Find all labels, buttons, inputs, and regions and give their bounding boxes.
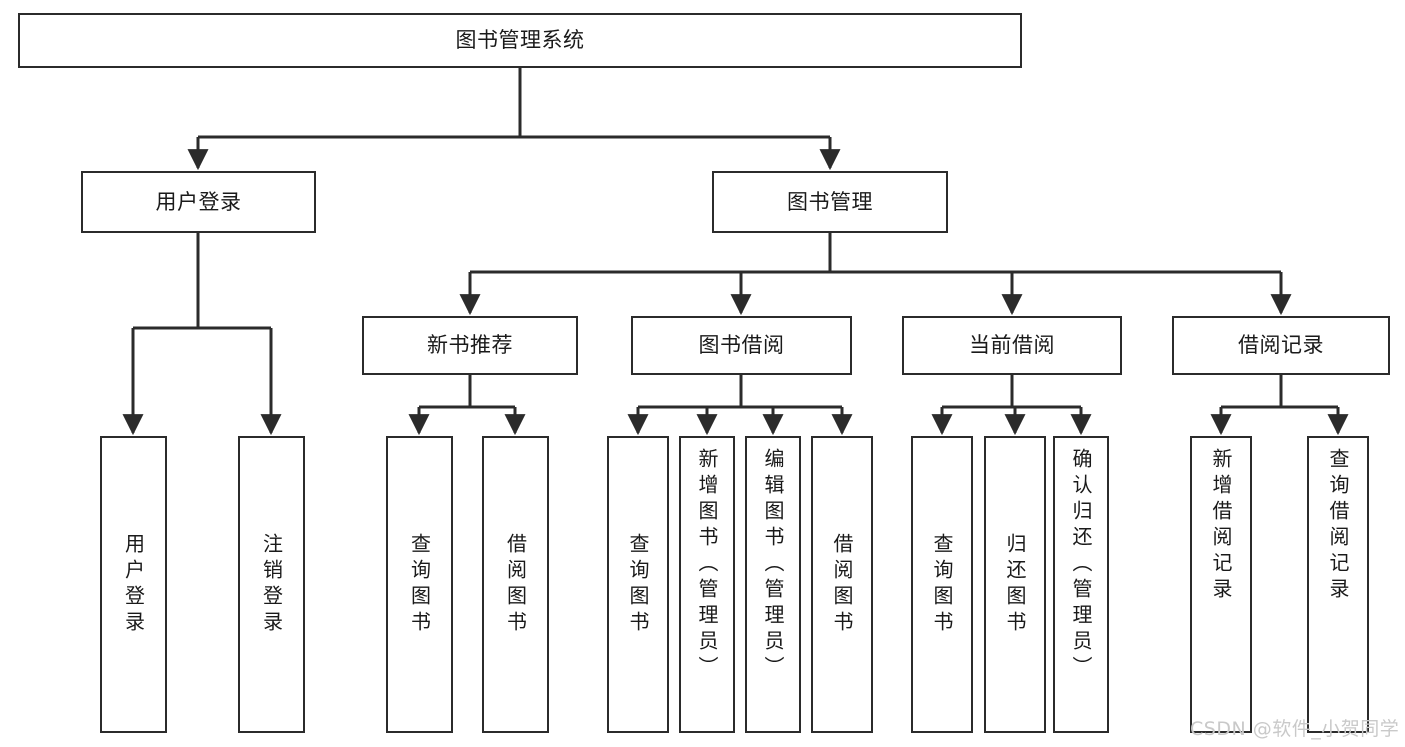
node-leaf-query-book-3[interactable]: 查询图书 bbox=[911, 436, 973, 733]
node-leaf-borrow-book-2[interactable]: 借阅图书 bbox=[811, 436, 873, 733]
node-leaf-user-login-label: 用户登录 bbox=[121, 532, 146, 637]
node-leaf-add-record-label: 新增借阅记录 bbox=[1209, 448, 1233, 604]
node-leaf-return-book-label: 归还图书 bbox=[1003, 532, 1027, 637]
node-leaf-query-book-1[interactable]: 查询图书 bbox=[386, 436, 453, 733]
node-leaf-return-book[interactable]: 归还图书 bbox=[984, 436, 1046, 733]
node-leaf-edit-book[interactable]: 编辑图书（管理员） bbox=[745, 436, 801, 733]
node-borrow-record-label: 借阅记录 bbox=[1238, 333, 1324, 358]
node-book-manage[interactable]: 图书管理 bbox=[712, 171, 948, 233]
node-new-book-rec-label: 新书推荐 bbox=[427, 333, 513, 358]
node-book-borrow[interactable]: 图书借阅 bbox=[631, 316, 852, 375]
node-leaf-query-book-3-label: 查询图书 bbox=[930, 532, 954, 637]
node-leaf-user-login[interactable]: 用户登录 bbox=[100, 436, 167, 733]
node-leaf-borrow-book-2-label: 借阅图书 bbox=[830, 532, 854, 637]
node-leaf-add-record[interactable]: 新增借阅记录 bbox=[1190, 436, 1252, 733]
node-current-borrow[interactable]: 当前借阅 bbox=[902, 316, 1122, 375]
node-leaf-query-book-2-label: 查询图书 bbox=[626, 532, 650, 637]
node-leaf-confirm-return-label: 确认归还（管理员） bbox=[1069, 448, 1093, 682]
node-leaf-add-book[interactable]: 新增图书（管理员） bbox=[679, 436, 735, 733]
node-leaf-query-record-label: 查询借阅记录 bbox=[1326, 448, 1350, 604]
node-leaf-user-logout[interactable]: 注销登录 bbox=[238, 436, 305, 733]
node-leaf-query-book-2[interactable]: 查询图书 bbox=[607, 436, 669, 733]
node-leaf-add-book-label: 新增图书（管理员） bbox=[695, 448, 719, 682]
node-book-borrow-label: 图书借阅 bbox=[698, 333, 785, 358]
node-leaf-borrow-book-1-label: 借阅图书 bbox=[503, 532, 528, 637]
node-leaf-user-logout-label: 注销登录 bbox=[259, 532, 284, 637]
node-leaf-edit-book-label: 编辑图书（管理员） bbox=[761, 448, 785, 682]
node-leaf-query-book-1-label: 查询图书 bbox=[407, 532, 432, 637]
node-current-borrow-label: 当前借阅 bbox=[969, 333, 1055, 358]
node-book-manage-label: 图书管理 bbox=[787, 189, 873, 214]
node-new-book-rec[interactable]: 新书推荐 bbox=[362, 316, 578, 375]
watermark: CSDN @软件_小贺同学 bbox=[1190, 718, 1400, 740]
node-leaf-confirm-return[interactable]: 确认归还（管理员） bbox=[1053, 436, 1109, 733]
node-root[interactable]: 图书管理系统 bbox=[18, 13, 1022, 68]
node-root-label: 图书管理系统 bbox=[455, 28, 585, 53]
node-leaf-borrow-book-1[interactable]: 借阅图书 bbox=[482, 436, 549, 733]
node-user-login[interactable]: 用户登录 bbox=[81, 171, 316, 233]
node-borrow-record[interactable]: 借阅记录 bbox=[1172, 316, 1390, 375]
node-user-login-label: 用户登录 bbox=[155, 189, 242, 214]
node-leaf-query-record[interactable]: 查询借阅记录 bbox=[1307, 436, 1369, 733]
